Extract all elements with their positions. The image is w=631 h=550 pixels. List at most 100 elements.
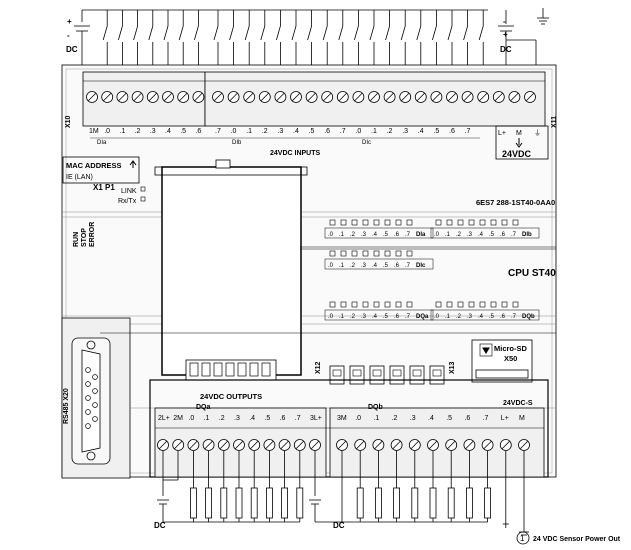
- input-terminal-screw[interactable]: [274, 91, 287, 103]
- input-terminal-block: [86, 91, 536, 103]
- output-terminal-screw[interactable]: [445, 439, 458, 451]
- input-terminal-screw[interactable]: [508, 91, 521, 103]
- input-terminal-screw[interactable]: [414, 91, 427, 103]
- input-terminal-screw[interactable]: [162, 91, 174, 103]
- power-term-lplus: L+: [498, 130, 506, 137]
- output-terminal-screw[interactable]: [427, 439, 439, 451]
- input-terminal-screw[interactable]: [131, 91, 144, 103]
- status-led: [406, 301, 413, 308]
- output-terminal-screw[interactable]: [217, 439, 230, 451]
- input-terminal-screw[interactable]: [86, 91, 98, 103]
- output-terminal-label: .7: [483, 415, 489, 422]
- led-label: .6: [394, 314, 400, 320]
- output-terminal-screw[interactable]: [172, 439, 185, 451]
- status-led: [468, 301, 475, 308]
- input-terminal-screw[interactable]: [146, 91, 159, 103]
- input-terminal-screw[interactable]: [446, 91, 458, 103]
- led-label: .1: [339, 232, 345, 238]
- input-terminal-screw[interactable]: [383, 91, 396, 103]
- output-terminal-screw[interactable]: [463, 439, 476, 451]
- output-terminal-screw[interactable]: [408, 439, 421, 451]
- output-terminal-screw[interactable]: [499, 439, 512, 451]
- status-error: ERROR: [89, 222, 96, 247]
- input-terminal-label: .7: [340, 128, 346, 135]
- micro-sd-label: Micro-SD: [494, 344, 528, 353]
- lan-port-cover: [154, 159, 308, 381]
- output-terminal-screw[interactable]: [390, 439, 403, 451]
- input-terminal-label: .6: [195, 128, 201, 135]
- output-terminal-screw[interactable]: [263, 439, 276, 451]
- input-terminal-label: .3: [277, 128, 283, 135]
- led-group-label: DQa: [416, 314, 429, 320]
- status-stop: STOP: [81, 228, 88, 247]
- status-led: [435, 219, 442, 226]
- input-terminal-screw[interactable]: [399, 91, 412, 103]
- input-terminal-screw[interactable]: [116, 91, 129, 103]
- cover-tooth: [201, 362, 211, 377]
- output-terminal-screw[interactable]: [187, 439, 200, 451]
- arrow-up-icon: [129, 160, 137, 168]
- input-terminal-label: .5: [433, 128, 439, 135]
- output-terminal-screw[interactable]: [248, 439, 261, 451]
- output-terminal-screw[interactable]: [202, 439, 215, 451]
- output-terminal-screw[interactable]: [233, 439, 245, 451]
- input-terminal-label: .3: [150, 128, 156, 135]
- outputs-title: 24VDC OUTPUTS: [200, 392, 262, 401]
- input-terminal-screw[interactable]: [430, 91, 443, 103]
- led-label: .0: [328, 314, 334, 320]
- input-terminal-screw[interactable]: [336, 91, 349, 103]
- output-terminal-screw[interactable]: [481, 439, 494, 451]
- input-terminal-screw[interactable]: [305, 91, 318, 103]
- status-led: [329, 301, 336, 308]
- status-led: [479, 219, 486, 226]
- input-terminal-label: .6: [449, 128, 455, 135]
- x12-port: [389, 365, 405, 385]
- input-terminal-screw[interactable]: [524, 91, 536, 103]
- bottom-dc-right: DC: [333, 521, 345, 530]
- input-terminal-labels: 1M.0.1.2.3.4.5.6.7.0.1.2.3.4.5.6.7.0.1.2…: [89, 128, 471, 135]
- input-terminal-screw[interactable]: [101, 91, 114, 103]
- input-terminal-screw[interactable]: [352, 91, 365, 103]
- status-led: [395, 301, 402, 308]
- input-terminal-screw[interactable]: [321, 91, 334, 103]
- mac-address-box: [62, 156, 140, 184]
- input-terminal-screw[interactable]: [368, 91, 380, 103]
- cover-teeth: [189, 362, 271, 377]
- output-terminal-screw[interactable]: [293, 439, 306, 451]
- led-label: .3: [467, 232, 473, 238]
- status-led: [446, 219, 453, 226]
- input-terminal-screw[interactable]: [258, 91, 271, 103]
- input-terminal-screw[interactable]: [192, 91, 205, 103]
- input-terminal-screw[interactable]: [212, 91, 224, 103]
- x12-label: X12: [315, 361, 322, 374]
- output-terminal-screw[interactable]: [518, 439, 530, 451]
- output-terminal-screw[interactable]: [372, 439, 385, 451]
- status-led: [512, 219, 519, 226]
- led-label: .3: [467, 314, 473, 320]
- led-label: .2: [456, 314, 462, 320]
- led-label: .5: [489, 232, 495, 238]
- dia-label: DIa: [97, 140, 107, 146]
- input-terminal-screw[interactable]: [177, 91, 190, 103]
- status-led: [501, 301, 508, 308]
- output-terminal-screw[interactable]: [309, 439, 321, 451]
- output-terminal-screw[interactable]: [354, 439, 367, 451]
- input-terminal-screw[interactable]: [227, 91, 240, 103]
- input-terminal-screw[interactable]: [290, 91, 302, 103]
- output-terminal-screw[interactable]: [278, 439, 291, 451]
- input-terminal-screw[interactable]: [477, 91, 490, 103]
- led-group-label: DIa: [416, 232, 426, 238]
- sensor-power-label: 24VDC-S: [503, 400, 533, 407]
- led-label: .5: [383, 232, 389, 238]
- output-terminal-screw[interactable]: [336, 439, 348, 451]
- dic-label: DIc: [362, 140, 371, 146]
- status-led: [435, 301, 442, 308]
- input-terminal-screw[interactable]: [243, 91, 256, 103]
- led-label: .0: [328, 263, 334, 269]
- input-terminal-screw[interactable]: [461, 91, 474, 103]
- input-terminal-screw[interactable]: [492, 91, 505, 103]
- output-terminal-screw[interactable]: [157, 439, 169, 451]
- led-label: .5: [489, 314, 495, 320]
